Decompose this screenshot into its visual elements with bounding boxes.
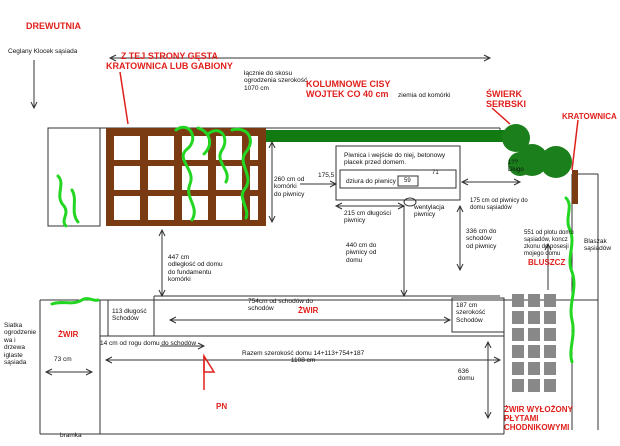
label-blaszak: Blaszak sąsiadów (584, 238, 612, 253)
label-z-tej-strony: Z TEJ STRONY GĘSTA KRATOWNICA LUB GABION… (106, 51, 233, 71)
hedge (262, 130, 508, 142)
label-175b: 175 cm od piwnicy do domu sąsiadów (470, 198, 528, 211)
label-piwnica: Piwnica i wejście do niej, betonowy plac… (344, 152, 446, 167)
label-175-5: 175,5 (318, 172, 335, 179)
label-113: 113 długość Schodów (112, 308, 147, 323)
wentylacja-hole (403, 197, 417, 207)
trees (502, 124, 572, 178)
label-swierk: ŚWIERK SERBSKI (486, 89, 527, 109)
ivy-vines (50, 126, 576, 364)
label-wentylacja: wentylacja piwnicy (414, 204, 445, 219)
label-dzura-59: 59 (404, 178, 411, 184)
kratownica-post (572, 170, 578, 204)
dzura-box (397, 175, 419, 187)
label-ziemia: ziemia od komórki (398, 92, 451, 99)
dimension-arrows (30, 54, 552, 420)
label-kratownica: KRATOWNICA (562, 112, 617, 121)
label-336: 336 cm do schodów od piwnicy (466, 228, 497, 250)
label-14: 14 cm od rogu domu do schodów (100, 340, 197, 347)
label-dzura: dziura do piwnicy (346, 178, 396, 185)
label-636: 636 domu (458, 368, 475, 383)
north-arrow (203, 353, 216, 373)
red-leader-lines (119, 71, 579, 171)
label-187: 187 cm szerokość Schodów (456, 302, 486, 324)
label-drewutnia: DREWUTNIA (26, 21, 81, 31)
plan-outlines (39, 127, 599, 435)
label-447: 447 cm odległość od domu do fundamentu k… (168, 254, 223, 284)
label-bluszcz: BLUSZCZ (528, 258, 566, 267)
label-kolumnowe: KOLUMNOWE CISY WOJTEK CO 40 cm (306, 79, 391, 99)
label-215: 215 cm długości piwnicy (344, 210, 391, 225)
label-440: 440 cm do piwnicy od domu (346, 242, 377, 264)
label-razem: Razem szerokość domu 14+113+754+187 1108… (242, 350, 365, 365)
label-73: 73 cm (54, 356, 72, 363)
label-zwir-2: ŻWIR (298, 306, 319, 315)
label-zwir-wylozony: ŻWIR WYŁOŻONY PŁYTAMI CHODNIKOWYMI (504, 405, 573, 432)
pavers (512, 294, 556, 392)
trellis (106, 128, 266, 226)
label-cm-ha: 260 cm od komórki do piwnicy (274, 176, 305, 198)
label-754: 754cm od schodów do schodów (248, 298, 314, 313)
label-pn: PN (216, 402, 228, 411)
label-dluzsze: 1?? Długo (508, 160, 524, 173)
label-551: 551 od płotu domu sąsiadów, koncz zkonu … (524, 230, 574, 257)
label-laczna-szer: łącznie do skosu ogrodzenia szerokość 10… (244, 70, 308, 92)
label-bramka: bramka (60, 432, 82, 439)
label-dzura-71: 71 (432, 170, 439, 176)
label-zwir-1: ŻWIR (58, 330, 79, 339)
label-siatka: Siatka ogrodzenie wa i drzewa iglaste są… (4, 322, 37, 367)
label-ceglany: Ceglany Klocek sąsiada (8, 48, 78, 55)
